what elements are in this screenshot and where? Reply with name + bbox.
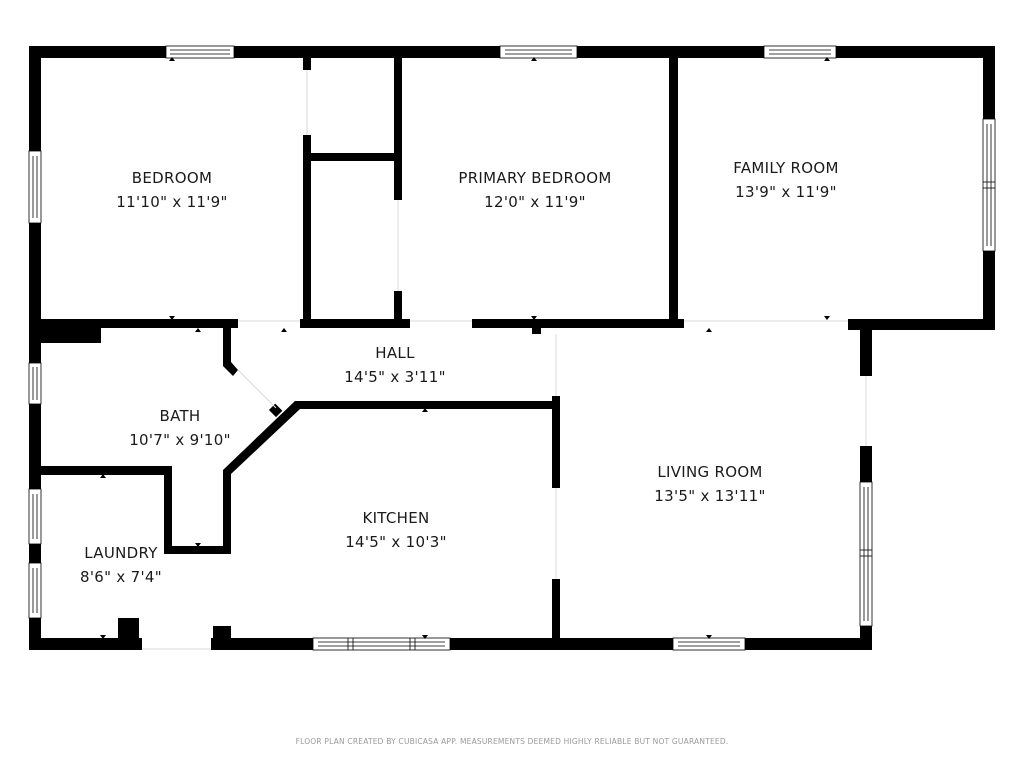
room-name: PRIMARY BEDROOM <box>458 169 612 187</box>
window-primary-top <box>499 45 578 59</box>
interior-walls <box>29 58 684 640</box>
room-label-bath: BATH 10'7" x 9'10" <box>129 404 231 452</box>
room-dimensions: 14'5" x 3'11" <box>344 368 446 386</box>
room-dimensions: 11'10" x 11'9" <box>116 193 228 211</box>
room-label-kitchen: KITCHEN 14'5" x 10'3" <box>345 506 447 554</box>
window-bedroom-top <box>165 45 235 59</box>
room-label-primary-bedroom: PRIMARY BEDROOM 12'0" x 11'9" <box>458 166 611 214</box>
windows <box>28 45 996 651</box>
disclaimer-footer: FLOOR PLAN CREATED BY CUBICASA APP. MEAS… <box>295 737 729 746</box>
room-dimensions: 8'6" x 7'4" <box>80 568 162 586</box>
window-family-right <box>982 118 996 252</box>
window-kitchen-bottom <box>312 637 451 651</box>
room-dimensions: 14'5" x 10'3" <box>345 533 447 551</box>
window-living-bottom <box>672 637 746 651</box>
window-family-top <box>763 45 837 59</box>
room-label-bedroom: BEDROOM 11'10" x 11'9" <box>116 166 227 214</box>
room-name: FAMILY ROOM <box>733 159 839 177</box>
room-label-laundry: LAUNDRY 8'6" x 7'4" <box>80 541 162 589</box>
exterior-walls <box>29 46 995 650</box>
measurement-markers <box>100 57 830 639</box>
window-living-right <box>859 481 873 627</box>
room-dimensions: 13'5" x 13'11" <box>654 487 766 505</box>
room-name: BEDROOM <box>131 169 213 187</box>
window-laundry-left-1 <box>28 488 42 545</box>
window-laundry-left-2 <box>28 562 42 619</box>
room-name: KITCHEN <box>362 509 430 527</box>
room-dimensions: 12'0" x 11'9" <box>484 193 586 211</box>
room-label-hall: HALL 14'5" x 3'11" <box>344 341 446 389</box>
room-label-living-room: LIVING ROOM 13'5" x 13'11" <box>654 460 765 508</box>
room-name: LAUNDRY <box>84 544 158 562</box>
room-name: HALL <box>375 344 415 362</box>
openings <box>142 70 867 650</box>
room-dimensions: 10'7" x 9'10" <box>129 431 231 449</box>
room-name: LIVING ROOM <box>657 463 763 481</box>
room-label-family-room: FAMILY ROOM 13'9" x 11'9" <box>733 156 838 204</box>
window-bedroom-left <box>28 150 42 224</box>
window-bath-left <box>28 362 42 405</box>
room-dimensions: 13'9" x 11'9" <box>735 183 837 201</box>
room-name: BATH <box>159 407 201 425</box>
